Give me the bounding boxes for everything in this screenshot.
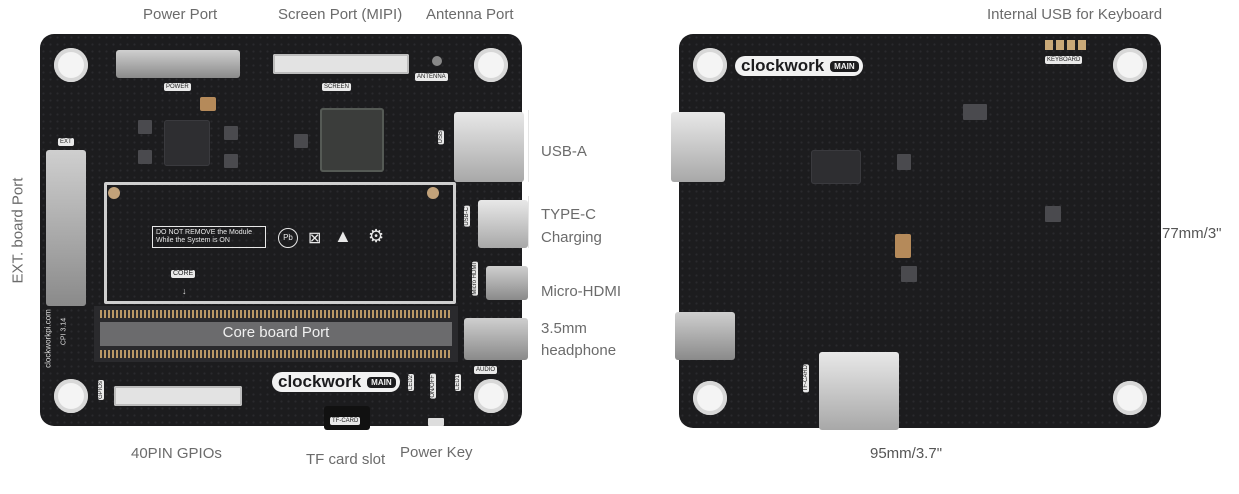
- frame-screw-right: [427, 187, 439, 199]
- clockwork-main-logo-back: clockwork MAIN: [735, 56, 863, 76]
- label-micro-hdmi: Micro-HDMI: [541, 283, 621, 300]
- back-component-3: [1045, 206, 1061, 222]
- core-arrow-icon: ↓: [182, 286, 187, 296]
- label-type-c: TYPE-C: [541, 206, 597, 223]
- label-power-key: Power Key: [400, 444, 473, 461]
- silk-tf-card-back: TF-CARD: [803, 364, 809, 393]
- label-headphone-size: 3.5mm: [541, 320, 587, 337]
- core-module-frame: [104, 182, 456, 304]
- back-component-1: [897, 154, 911, 170]
- label-height: 77mm/3": [1162, 225, 1222, 242]
- mount-hole-tl: [54, 48, 88, 82]
- silk-audio: AUDIO: [474, 366, 498, 374]
- mainboard-front: POWER SCREEN ANTENNA EXT USB USB-C Micro…: [40, 34, 528, 430]
- mount-hole-bl: [54, 379, 88, 413]
- core-board-port: Core board Port: [94, 306, 458, 362]
- tf-card-slot-back: [819, 352, 899, 430]
- gpio-connector: [114, 386, 242, 406]
- silk-gpios: GPIOs: [98, 380, 104, 401]
- mount-hole-br: [474, 379, 508, 413]
- silk-usb-c: USB-C: [464, 206, 470, 227]
- keyboard-usb-pins: [1045, 40, 1089, 50]
- inductor-1: [138, 120, 152, 134]
- label-gpio: 40PIN GPIOs: [131, 445, 222, 462]
- logo-word-back: clockwork: [741, 56, 825, 75]
- antenna-connector: [432, 56, 442, 66]
- label-usb-a: USB-A: [541, 143, 587, 160]
- mount-hole-back-tr: [1113, 48, 1147, 82]
- weee-bin-icon: ⊠: [308, 230, 322, 247]
- screen-port-connector: [273, 54, 409, 74]
- audio-jack-back: [675, 312, 735, 360]
- ext-board-connector: [46, 150, 86, 306]
- type-c-bracket: [528, 196, 529, 248]
- label-tf-slot: TF card slot: [306, 451, 386, 468]
- silk-power: POWER: [164, 83, 191, 91]
- inductor-2: [138, 150, 152, 164]
- smd-component: [294, 134, 308, 148]
- logo-word: clockwork: [278, 372, 362, 391]
- pmic-chip: [164, 120, 210, 166]
- silk-website: clockworkpi.com: [43, 309, 53, 368]
- board-texture-back: [679, 34, 1161, 428]
- logo-tag: MAIN: [367, 376, 396, 388]
- main-processor-chip: [320, 108, 384, 172]
- silk-ext: EXT: [58, 138, 74, 146]
- pb-free-icon: Pb: [278, 228, 298, 248]
- back-capacitor: [895, 234, 911, 258]
- silk-led1: LED1: [455, 374, 461, 392]
- silk-on-off: ON/OFF: [430, 374, 436, 399]
- label-width: 95mm/3.7": [870, 445, 943, 462]
- label-headphone: headphone: [541, 342, 617, 359]
- silk-micro-hdmi: Micro HDMI: [472, 262, 478, 296]
- audio-jack: [464, 318, 528, 360]
- silk-antenna: ANTENNA: [415, 73, 448, 81]
- micro-hdmi-connector: [486, 266, 528, 300]
- inductor-3: [224, 126, 238, 140]
- frame-screw-left: [108, 187, 120, 199]
- silk-core: CORE: [171, 270, 196, 278]
- mainboard-back: clockwork MAIN KEYBOARD TF-CARD: [671, 34, 1161, 430]
- label-charging: Charging: [541, 229, 602, 246]
- warning-label: DO NOT REMOVE the Module While the Syste…: [152, 226, 266, 248]
- usb-hub-chip: [811, 150, 861, 184]
- core-board-port-label: Core board Port: [222, 324, 330, 341]
- power-port-connector: [116, 50, 240, 78]
- power-key-switch[interactable]: [428, 418, 444, 426]
- core-pins-bottom: [100, 350, 452, 358]
- usb-a-connector: [454, 112, 524, 182]
- usb-a-bracket: [528, 110, 529, 182]
- capacitor: [200, 97, 216, 111]
- clockwork-main-logo: clockwork MAIN: [272, 372, 400, 392]
- usb-a-connector-back: [671, 112, 725, 182]
- silk-usb: USB: [438, 130, 444, 145]
- label-ext-board: EXT. board Port: [9, 177, 27, 284]
- label-power-port: Power Port: [143, 6, 218, 23]
- back-component-2: [901, 266, 917, 282]
- open-source-hardware-icon: ⚙: [368, 226, 385, 246]
- logo-tag-back: MAIN: [830, 60, 859, 72]
- silk-led2: LED2: [408, 374, 414, 392]
- label-internal-usb: Internal USB for Keyboard: [987, 6, 1163, 23]
- silk-version: CPI 3.14: [60, 317, 68, 346]
- core-pins-top: [100, 310, 452, 318]
- resistor-array: [963, 104, 987, 120]
- esd-warning-icon: ▲: [334, 226, 352, 246]
- label-screen-port: Screen Port (MIPI): [278, 6, 403, 23]
- silk-screen: SCREEN: [322, 83, 352, 91]
- usb-c-connector: [478, 200, 528, 248]
- silk-tf-card: TF-CARD: [330, 417, 361, 425]
- mount-hole-back-br: [1113, 381, 1147, 415]
- mount-hole-tr: [474, 48, 508, 82]
- inductor-4: [224, 154, 238, 168]
- mount-hole-back-tl: [693, 48, 727, 82]
- label-antenna-port: Antenna Port: [426, 6, 514, 23]
- silk-keyboard: KEYBOARD: [1045, 56, 1083, 64]
- core-port-body: [100, 322, 452, 346]
- mount-hole-back-bl: [693, 381, 727, 415]
